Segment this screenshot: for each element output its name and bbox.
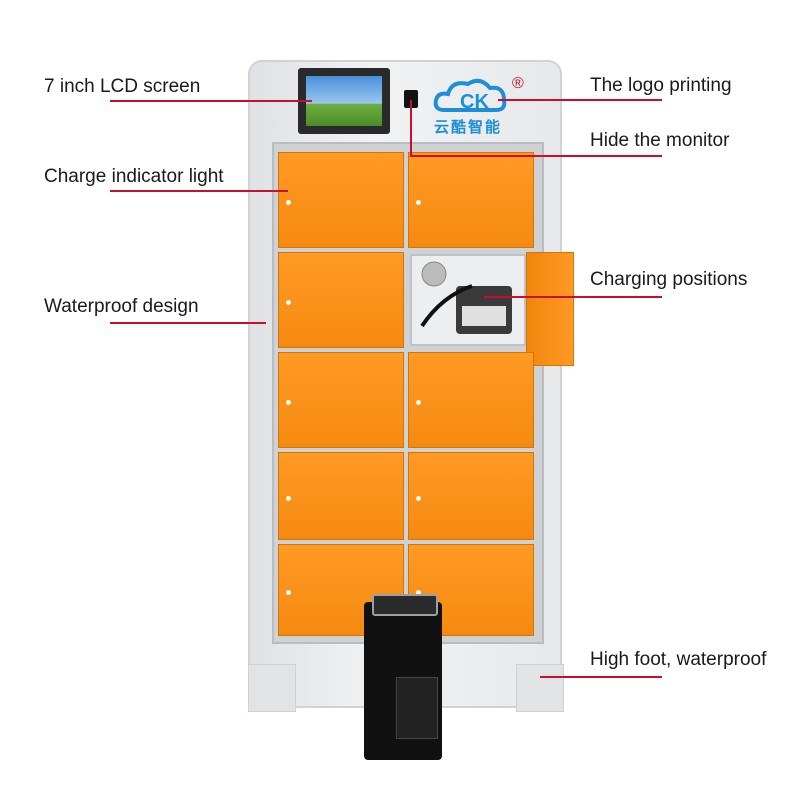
- locker-door: [408, 452, 534, 540]
- label-logo-printing: The logo printing: [590, 75, 732, 96]
- callout-line-monitor-h: [410, 155, 662, 157]
- indicator-light: [286, 400, 291, 405]
- indicator-light: [286, 496, 291, 501]
- label-charge-indicator: Charge indicator light: [44, 166, 224, 187]
- label-charging-positions: Charging positions: [590, 269, 748, 290]
- open-locker-door: [526, 252, 574, 366]
- callout-line-monitor-v: [410, 100, 412, 156]
- lcd-screen: [298, 68, 390, 134]
- label-hide-monitor: Hide the monitor: [590, 130, 730, 151]
- indicator-light: [416, 590, 421, 595]
- locker-door: [278, 452, 404, 540]
- battery-pack: [364, 594, 442, 760]
- label-waterproof-design: Waterproof design: [44, 296, 199, 317]
- indicator-light: [416, 200, 421, 205]
- callout-line-foot: [540, 676, 662, 678]
- registered-mark: ®: [512, 75, 524, 92]
- callout-line-charging: [484, 296, 662, 298]
- indicator-light: [286, 590, 291, 595]
- label-lcd-screen: 7 inch LCD screen: [44, 76, 201, 97]
- callout-line-indicator: [110, 190, 288, 192]
- logo-letters: CK: [460, 91, 489, 113]
- charging-bay: [410, 254, 526, 346]
- callout-line-waterproof: [110, 322, 266, 324]
- hidden-camera-icon: [404, 90, 418, 108]
- locker-door: [278, 252, 404, 348]
- lcd-display: [306, 76, 382, 126]
- locker-door: [278, 544, 404, 636]
- callout-line-lcd: [110, 100, 312, 102]
- locker-door: [408, 352, 534, 448]
- indicator-light: [286, 300, 291, 305]
- cabinet-foot-right: [516, 664, 564, 712]
- battery-handle: [372, 594, 438, 616]
- locker-door: [408, 152, 534, 248]
- callout-line-logo: [498, 99, 662, 101]
- brand-chinese-name: 云酷智能: [434, 119, 503, 136]
- label-high-foot: High foot, waterproof: [590, 649, 767, 670]
- battery-label: [396, 677, 438, 739]
- charger-icon: [420, 261, 512, 334]
- cabinet-foot-left: [248, 664, 296, 712]
- indicator-light: [416, 400, 421, 405]
- locker-door: [278, 152, 404, 248]
- locker-door: [278, 352, 404, 448]
- indicator-light: [286, 200, 291, 205]
- indicator-light: [416, 496, 421, 501]
